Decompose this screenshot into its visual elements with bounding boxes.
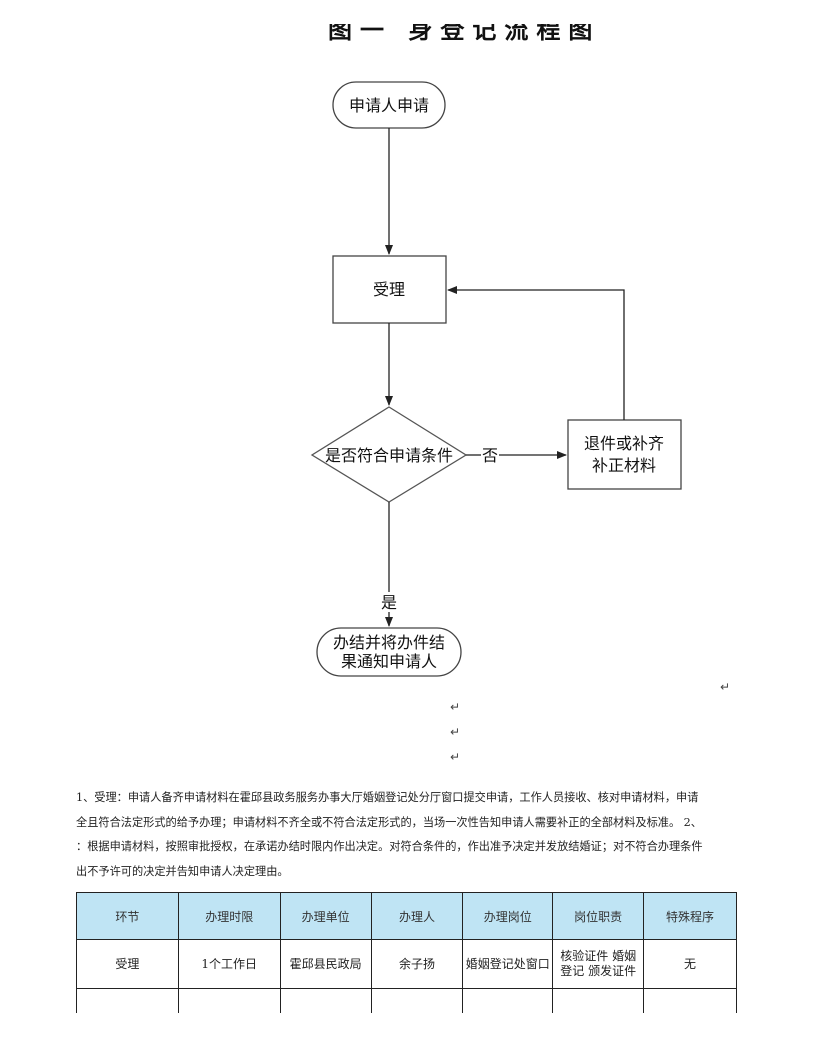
table-cell-empty — [462, 988, 554, 1013]
table-header-cell: 办理单位 — [279, 892, 372, 940]
paragraph-line: 1、受理：申请人备齐申请材料在霍邱县政务服务办事大厅婚姻登记处分厅窗口提交申请，… — [76, 791, 699, 804]
paragraph-line: 全且符合法定形式的给予办理；申请材料不齐全或不符合法定形式的，当场一次性告知申请… — [76, 815, 702, 829]
arrow-return-to-accept — [447, 286, 625, 420]
table-row-empty — [76, 988, 737, 1013]
end-label-line1: 办结并将办件结 — [333, 633, 445, 652]
table-cell: 无 — [643, 939, 737, 989]
table-cell: 余子扬 — [370, 939, 464, 989]
table-cell: 婚姻登记处窗口 — [462, 939, 554, 989]
table-cell-empty — [643, 988, 737, 1013]
page-title-partial: 图一 身登记流程图 — [300, 24, 600, 48]
table-header-cell: 岗位职责 — [552, 892, 645, 940]
table-header-row: 环节 办理时限 办理单位 办理人 办理岗位 岗位职责 特殊程序 — [76, 892, 737, 940]
table-cell: 核验证件 婚姻登记 颁发证件 — [552, 939, 645, 989]
accept-label: 受理 — [373, 280, 405, 299]
end-label-line2: 果通知申请人 — [341, 652, 437, 671]
table-cell: 受理 — [76, 939, 179, 989]
paragraph-line: ：根据申请材料，按照审批授权，在承诺办结时限内作出决定。对符合条件的，作出准予决… — [76, 840, 703, 853]
table-header-cell: 特殊程序 — [643, 892, 737, 940]
table-cell: 霍邱县民政局 — [279, 939, 372, 989]
yes-label: 是 — [381, 593, 397, 612]
paragraph-mark: ↵ — [450, 750, 461, 764]
table-header-cell: 办理时限 — [177, 892, 281, 940]
start-label: 申请人申请 — [349, 96, 429, 115]
table-cell-empty — [552, 988, 645, 1013]
table-cell-empty — [177, 988, 281, 1013]
end-terminator — [316, 627, 462, 677]
table-row: 受理 1个工作日 霍邱县民政局 余子扬 婚姻登记处窗口 核验证件 婚姻登记 颁发… — [76, 939, 737, 989]
decision-label: 是否符合申请条件 — [325, 446, 453, 465]
return-box — [567, 419, 682, 490]
accept-box — [332, 255, 447, 324]
procedure-table: 环节 办理时限 办理单位 办理人 办理岗位 岗位职责 特殊程序 受理 1个工作日… — [76, 892, 737, 1013]
return-label-line1: 退件或补齐 — [584, 434, 664, 453]
page-title-text: 图一 身登记流程图 — [328, 24, 600, 44]
procedure-paragraph: 1、受理：申请人备齐申请材料在霍邱县政务服务办事大厅婚姻登记处分厅窗口提交申请，… — [76, 786, 742, 884]
paragraph-mark: ↵ — [450, 700, 461, 714]
return-label-line2: 补正材料 — [592, 456, 656, 475]
table-cell-empty — [76, 988, 179, 1013]
table-header-cell: 办理人 — [370, 892, 464, 940]
table-header-cell: 环节 — [76, 892, 179, 940]
paragraph-mark: ↵ — [720, 680, 731, 694]
table-header-cell: 办理岗位 — [462, 892, 554, 940]
table-cell-empty — [279, 988, 372, 1013]
table-cell-empty — [370, 988, 464, 1013]
table-cell: 1个工作日 — [177, 939, 281, 989]
paragraph-line: 出不予许可的决定并告知申请人决定理由。 — [76, 864, 289, 878]
no-label: 否 — [482, 446, 498, 465]
paragraph-mark: ↵ — [450, 725, 461, 739]
flowchart: 申请人申请 受理 是否符合申请条件 否 退件或补齐 补正材料 是 办结并将办件结… — [310, 81, 682, 677]
